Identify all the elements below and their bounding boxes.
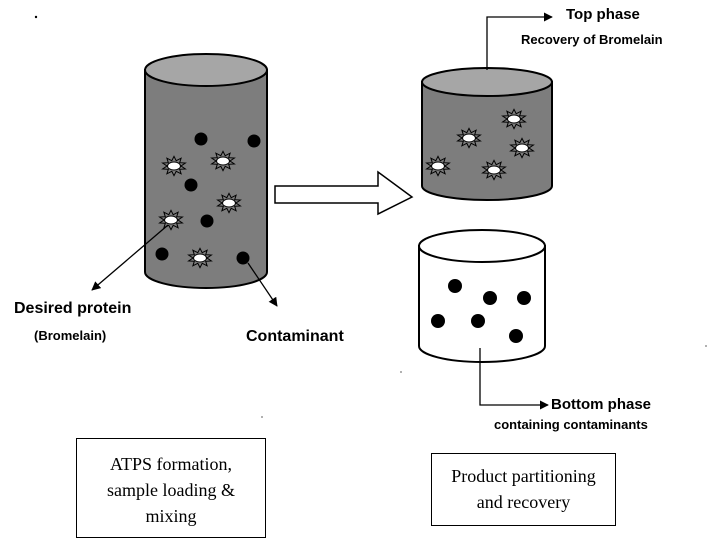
top-phase-label: Top phase (566, 6, 640, 23)
atps-formation-box: ATPS formation, sample loading & mixing (76, 438, 266, 538)
protein-particle (158, 209, 184, 231)
atps-box-line: mixing (145, 506, 197, 526)
contaminant-dot (483, 291, 497, 305)
speck (400, 371, 402, 373)
atps-box-line: sample loading & (107, 480, 235, 500)
left-proteins (158, 150, 242, 269)
contaminant-pointer (247, 262, 278, 307)
process-arrow (274, 170, 414, 216)
contaminant-label: Contaminant (246, 328, 344, 345)
mixed-system-cylinder (144, 53, 268, 289)
bottom-phase-label: Bottom phase (551, 396, 652, 413)
desired-protein-pointer (91, 224, 169, 291)
contaminant-dot (448, 279, 462, 293)
contaminant-dot (184, 178, 198, 192)
contaminant-dot (194, 132, 208, 146)
top-phase-cylinder (421, 67, 553, 201)
speck (705, 345, 707, 347)
bottom-phase-sublabel: containing contaminants (494, 417, 648, 432)
protein-particle (501, 108, 527, 130)
atps-box-line: ATPS formation, (109, 454, 232, 474)
contaminant-dot (509, 329, 523, 343)
contaminant-dot (200, 214, 214, 228)
partitioning-box: Product partitioning and recovery (431, 453, 616, 526)
contaminant-dot (155, 247, 169, 261)
contaminant-dot (431, 314, 445, 328)
protein-particle (456, 127, 482, 149)
top-phase-sublabel: Recovery of Bromelain (521, 32, 663, 47)
desired-protein-sublabel: (Bromelain) (34, 328, 107, 343)
contaminant-dot (517, 291, 531, 305)
bottom-phase-contaminants (431, 279, 531, 343)
protein-particle (481, 159, 507, 181)
protein-particle (187, 247, 213, 269)
partitioning-box-line: Product partitioning (451, 466, 596, 486)
desired-protein-label: Desired protein (14, 300, 132, 317)
protein-particle (216, 192, 242, 214)
left-contaminants (155, 132, 261, 265)
protein-particle (425, 155, 451, 177)
stray-dot (34, 15, 38, 19)
top-phase-pointer (486, 12, 553, 70)
contaminant-dot (471, 314, 485, 328)
speck (261, 416, 263, 418)
protein-particle (210, 150, 236, 172)
contaminant-dot (236, 251, 250, 265)
partitioning-box-line: and recovery (476, 492, 571, 512)
top-phase-proteins (425, 108, 535, 181)
protein-particle (509, 137, 535, 159)
contaminant-dot (247, 134, 261, 148)
protein-particle (161, 155, 187, 177)
bottom-phase-pointer (479, 348, 549, 410)
